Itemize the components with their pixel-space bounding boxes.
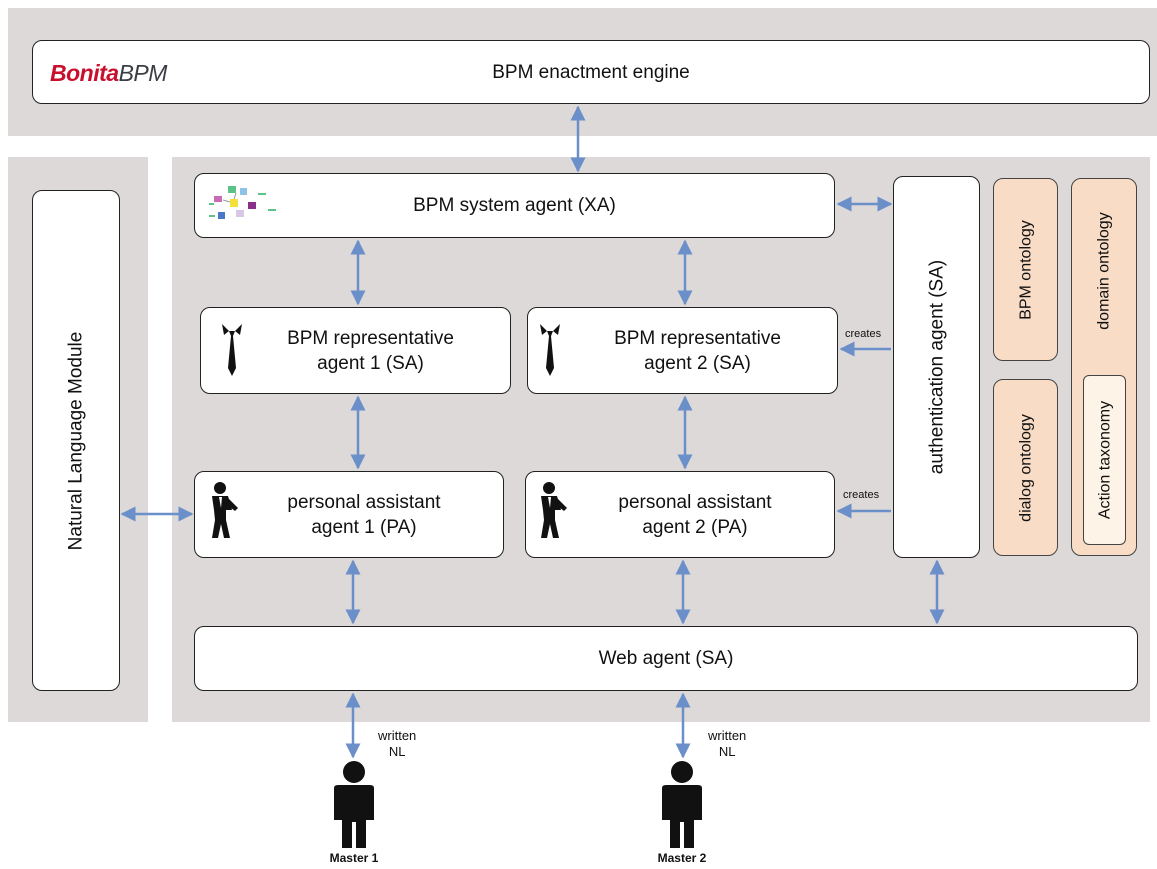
necktie-icon <box>222 324 242 376</box>
written-nl-label: written NL <box>378 728 417 759</box>
bpm-representative-agent-1: BPM representative agent 1 (SA) <box>200 307 511 394</box>
bpm-enactment-engine: BPM enactment engine <box>32 40 1150 104</box>
pa-agent-1-label: personal assistant agent 1 (PA) <box>287 491 441 538</box>
necktie-icon <box>540 324 560 376</box>
natural-language-module: Natural Language Module <box>32 190 120 691</box>
web-agent-label: Web agent (SA) <box>598 648 734 669</box>
rep-agent-2-label: BPM representative agent 2 (SA) <box>614 327 781 374</box>
process-diagram-icon <box>209 186 276 219</box>
rep-agent-1-label: BPM representative agent 1 (SA) <box>287 327 454 374</box>
walking-businessman-icon <box>541 482 567 538</box>
dialog-ontology: dialog ontology <box>993 379 1058 556</box>
master-2-label: Master 2 <box>657 851 707 865</box>
bpm-ontology: BPM ontology <box>993 178 1058 361</box>
system-agent-label: BPM system agent (XA) <box>413 195 616 216</box>
person-icon <box>662 761 702 848</box>
engine-label: BPM enactment engine <box>492 61 690 83</box>
master-1-label: Master 1 <box>329 851 379 865</box>
personal-assistant-agent-2: personal assistant agent 2 (PA) <box>525 471 835 558</box>
web-agent: Web agent (SA) <box>194 626 1138 691</box>
bpm-system-agent: BPM system agent (XA) <box>194 173 835 238</box>
action-taxonomy: Action taxonomy <box>1083 375 1126 545</box>
pa-agent-2-label: personal assistant agent 2 (PA) <box>618 491 772 538</box>
bpm-representative-agent-2: BPM representative agent 2 (SA) <box>527 307 838 394</box>
walking-businessman-icon <box>212 482 238 538</box>
creates-label: creates <box>843 489 880 501</box>
person-icon <box>334 761 374 848</box>
personal-assistant-agent-1: personal assistant agent 1 (PA) <box>194 471 504 558</box>
bonita-bpm-logo: BonitaBPM <box>50 60 167 86</box>
creates-label: creates <box>845 328 882 340</box>
authentication-agent: authentication agent (SA) <box>893 176 980 558</box>
written-nl-label: written NL <box>708 728 747 759</box>
